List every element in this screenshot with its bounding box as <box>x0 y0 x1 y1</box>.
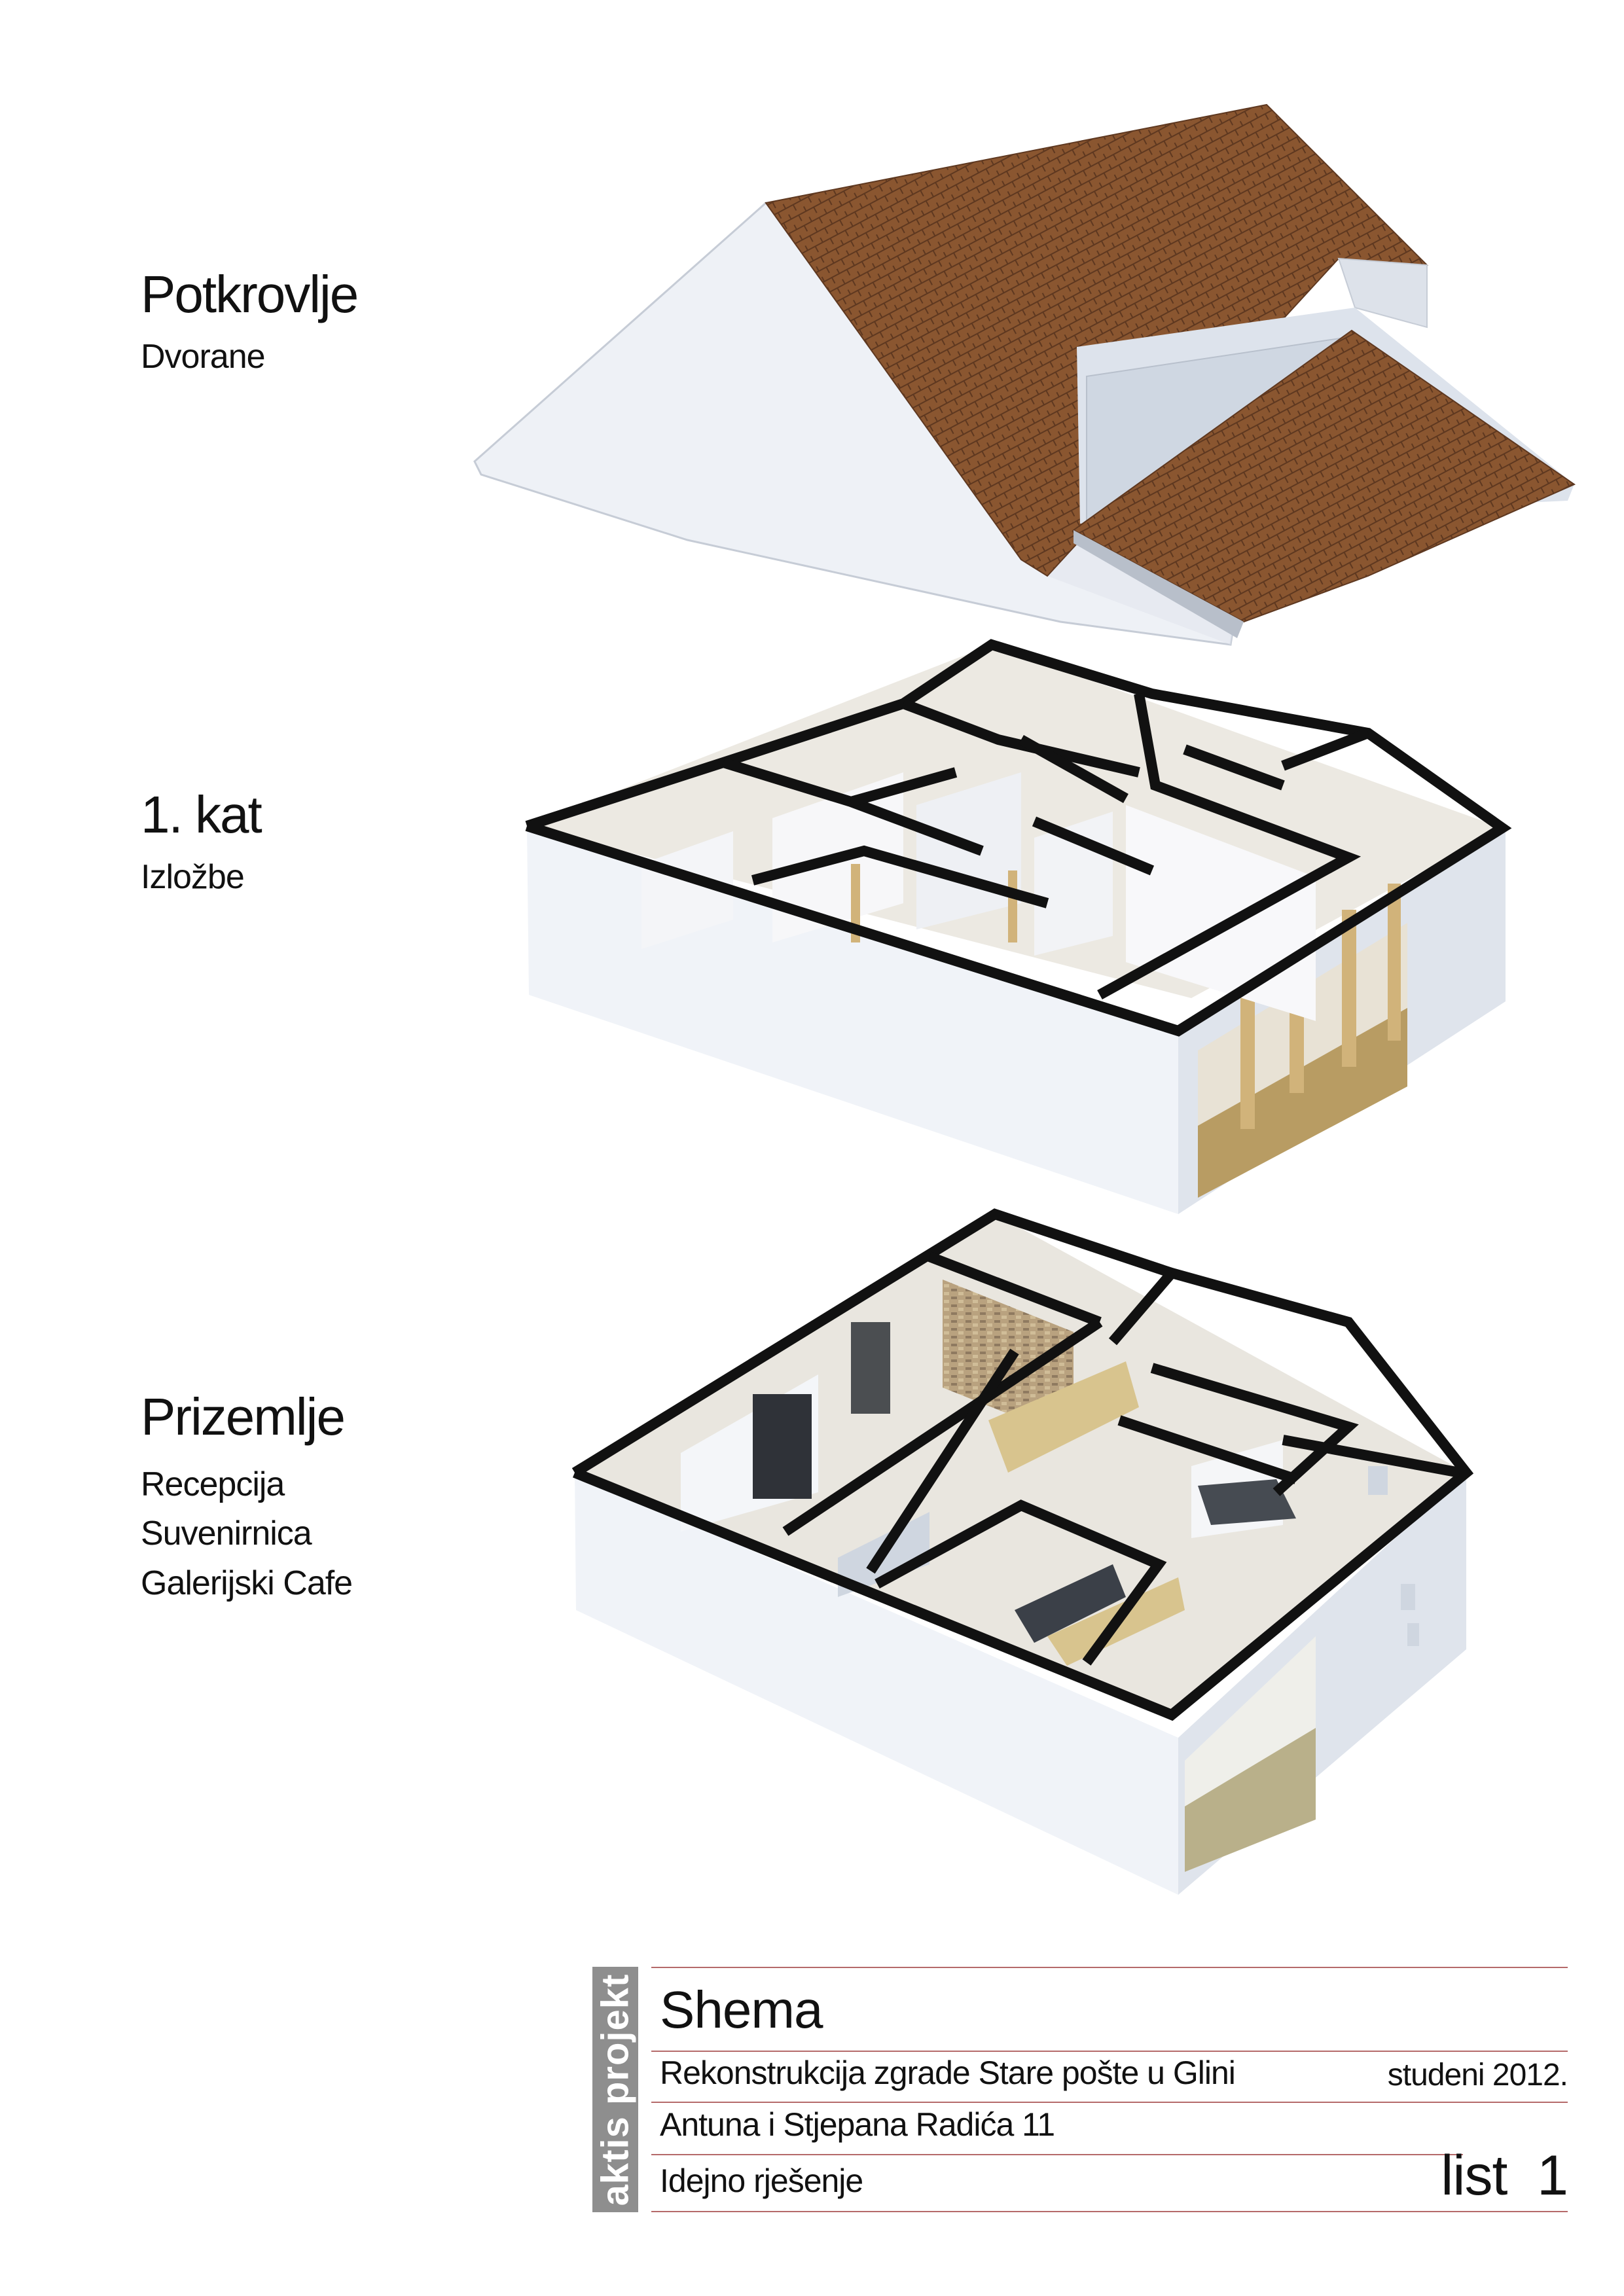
label-attic: Potkrovlje Dvorane <box>141 265 359 382</box>
level-item: Recepcija <box>141 1465 285 1503</box>
rule-3 <box>651 2154 1463 2155</box>
roof-model <box>473 103 1576 646</box>
level-item: Dvorane <box>141 338 266 376</box>
level-title: Prizemlje <box>141 1388 346 1446</box>
brand-logo: aktis projekt <box>594 1973 637 2206</box>
level-item: Izložbe <box>141 858 245 896</box>
label-ground-floor: Prizemlje Recepcija Suvenirnica Galerijs… <box>141 1388 353 1608</box>
level-item: Galerijski Cafe <box>141 1564 353 1602</box>
first-floor-model <box>525 639 1512 1214</box>
label-first-floor: 1. kat Izložbe <box>141 785 262 902</box>
rule-2 <box>651 2102 1568 2103</box>
level-item: Suvenirnica <box>141 1515 312 1553</box>
date: studeni 2012. <box>1387 2058 1568 2092</box>
title-block: aktis projekt Shema Rekonstrukcija zgrad… <box>592 1967 1568 2212</box>
level-title: 1. kat <box>141 785 262 844</box>
address: Antuna i Stjepana Radića 11 <box>660 2106 1055 2143</box>
brand-stripe: aktis projekt <box>592 1967 638 2212</box>
rule-1 <box>651 2051 1568 2052</box>
ground-floor-model <box>571 1208 1474 1895</box>
sheet-heading: Shema <box>660 1981 823 2039</box>
rule-bottom <box>651 2211 1568 2212</box>
level-title: Potkrovlje <box>141 265 359 323</box>
project-name: Rekonstrukcija zgrade Stare pošte u Glin… <box>660 2054 1236 2091</box>
sheet-number: list 1 <box>1441 2144 1568 2207</box>
project-phase: Idejno rješenje <box>660 2162 863 2199</box>
rule-top <box>651 1967 1568 1968</box>
